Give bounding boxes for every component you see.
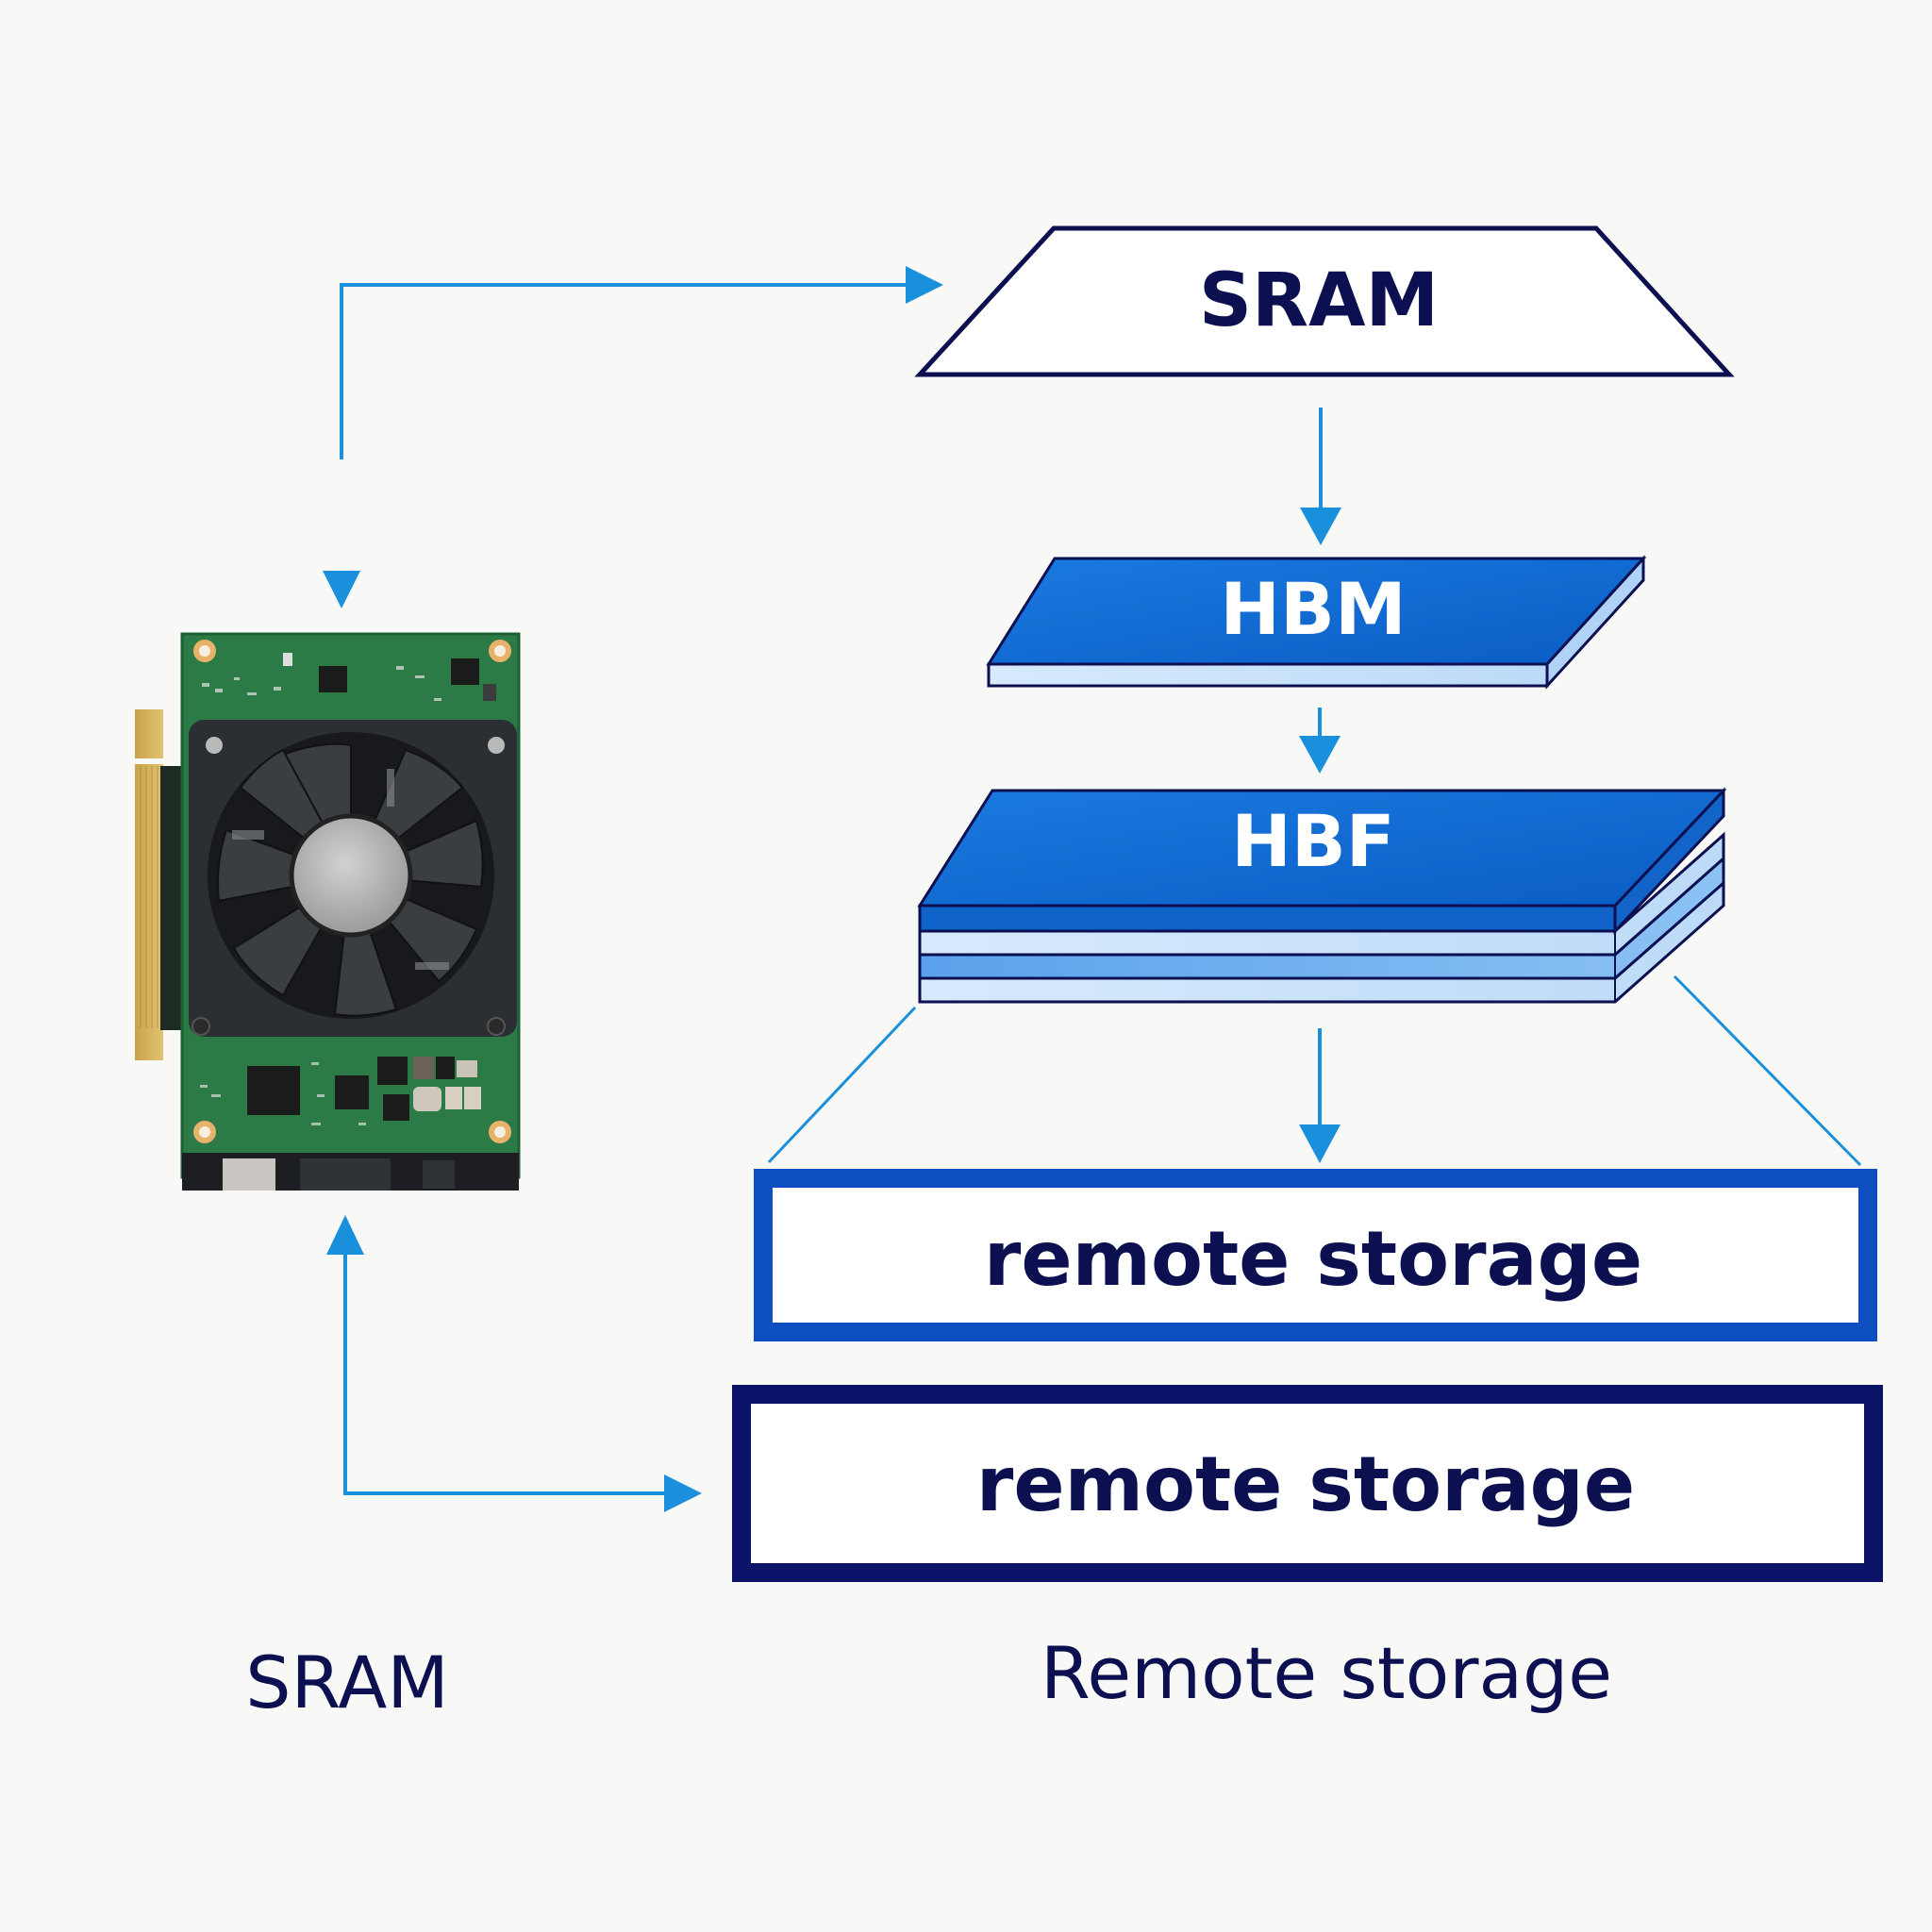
shroud-screw: [192, 1017, 210, 1036]
edge-gpu-to-sram: [323, 266, 943, 608]
arrowhead-down-icon: [1299, 1124, 1341, 1163]
remote-storage-2-label: remote storage: [976, 1441, 1635, 1528]
remote-storage-1-label: remote storage: [984, 1215, 1642, 1303]
displayport-icon: [423, 1160, 455, 1189]
edge-hbf-to-remote-storage: [767, 974, 1862, 1167]
io-ports: [182, 1153, 519, 1191]
arrowhead-down-icon: [1299, 736, 1341, 774]
arrowhead-right-icon: [906, 266, 943, 304]
shroud-screw: [488, 737, 505, 754]
fan-hub: [289, 813, 413, 938]
arrowhead-up-icon: [326, 1215, 364, 1255]
edge-sram-to-hbm: [1300, 408, 1341, 545]
remote-storage-node-2[interactable]: remote storage: [732, 1385, 1883, 1582]
shroud-screw: [487, 1017, 506, 1036]
edge-hbm-to-hbf: [1299, 708, 1341, 774]
sram-tier-node[interactable]: SRAM: [914, 225, 1735, 377]
flare-line-left: [767, 1006, 917, 1164]
hdmi-port-icon: [223, 1158, 275, 1191]
remote-storage-node-1[interactable]: remote storage: [754, 1169, 1877, 1341]
gpu-card-icon[interactable]: [135, 632, 521, 1191]
pcie-connector: [135, 709, 189, 1060]
fan-icon: [208, 732, 494, 1019]
flare-line-right: [1673, 974, 1862, 1167]
sram-tier-label: SRAM: [1199, 258, 1439, 343]
dvi-port-icon: [300, 1158, 391, 1191]
pcb-components-top: [202, 653, 496, 701]
pcb-components-bottom: [200, 1057, 481, 1125]
mounting-holes: [193, 640, 511, 1143]
arrowhead-right-icon: [664, 1474, 702, 1512]
caption-remote-storage: Remote storage: [1041, 1631, 1612, 1715]
arrowhead-down-icon: [1300, 508, 1341, 545]
caption-sram: SRAM: [245, 1641, 449, 1724]
hbf-tier-node[interactable]: HBF: [917, 787, 1727, 1004]
hbm-tier-node[interactable]: HBM: [986, 555, 1647, 690]
edge-gpu-to-remote-storage: [326, 1215, 702, 1512]
hbf-tier-label: HBF: [1231, 799, 1394, 883]
shroud-screw: [206, 737, 223, 754]
hbm-tier-label: HBM: [1220, 567, 1406, 651]
arrowhead-down-icon: [323, 571, 360, 608]
